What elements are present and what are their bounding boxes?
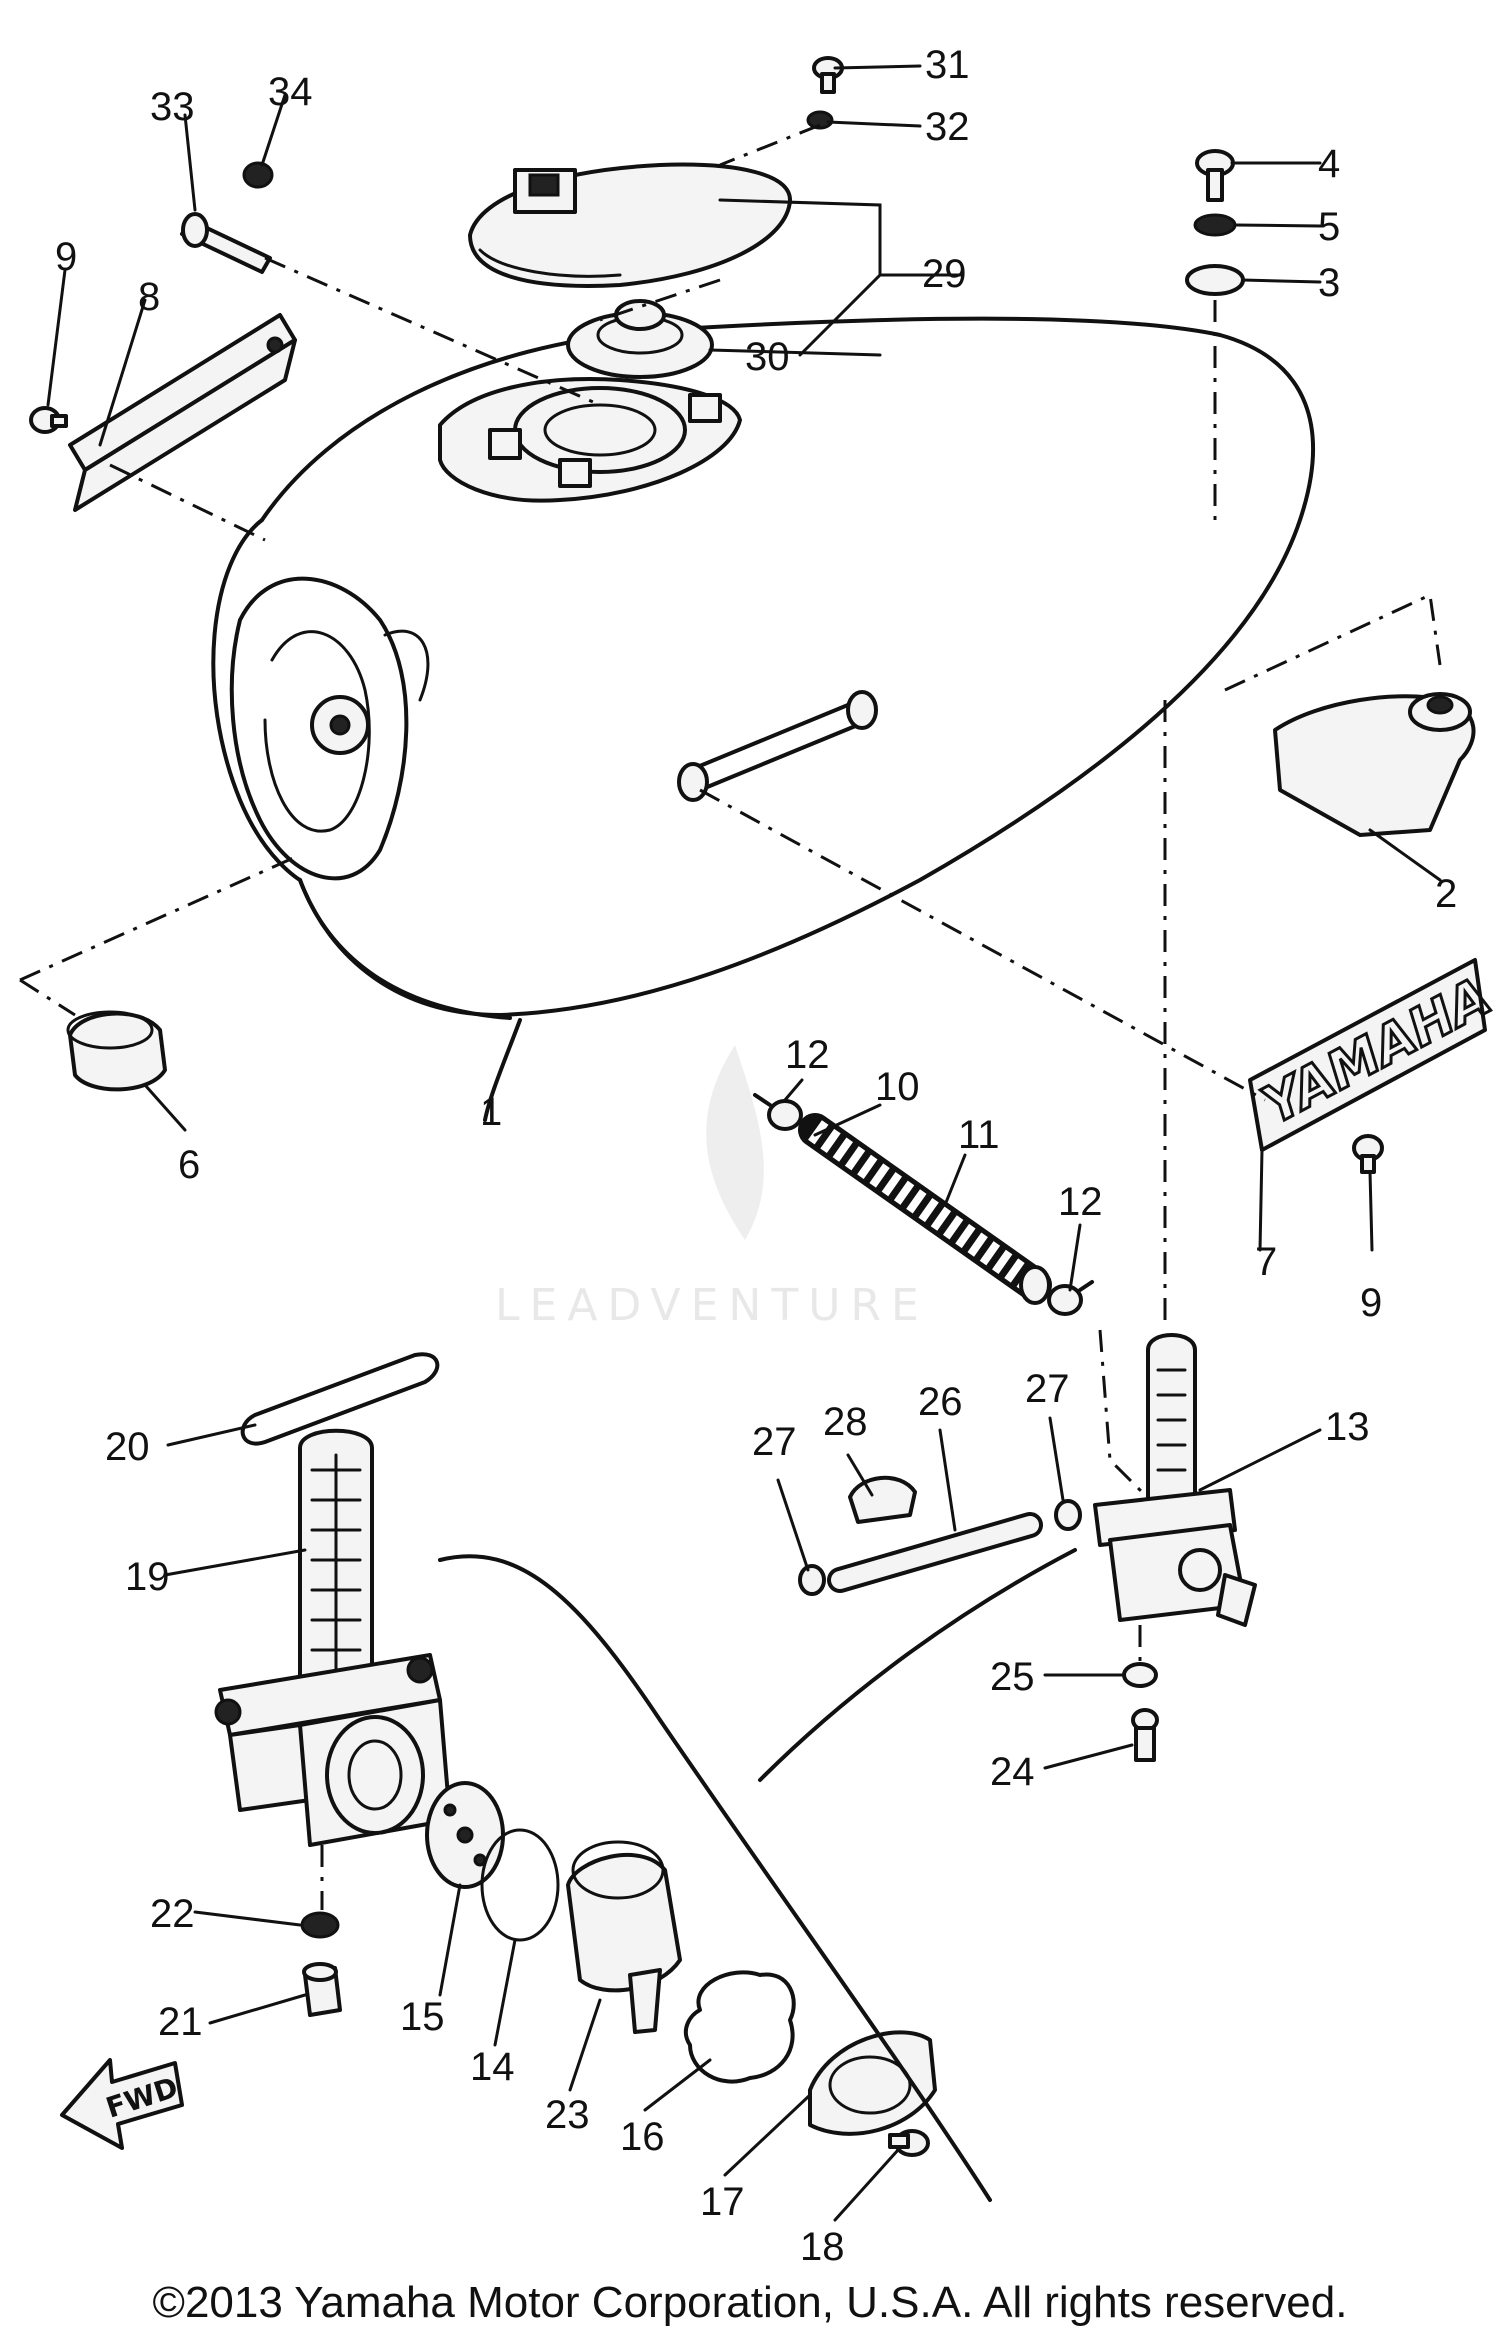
gasket-16 — [683, 1970, 796, 2084]
pipe-26 — [827, 1512, 1043, 1593]
washer-32 — [806, 110, 834, 130]
bolt-31 — [812, 56, 844, 94]
watermark: LEADVENTURE — [495, 1045, 929, 1331]
fuel-tank — [211, 316, 1315, 1122]
bracket-8 — [68, 313, 297, 512]
callout-15: 15 — [400, 1995, 445, 2039]
callout-numbers: 31 32 29 30 33 34 8 9 4 5 3 2 6 1 7 9 12… — [55, 43, 1457, 2269]
callout-29: 29 — [922, 252, 967, 296]
fuel-hose-11 — [798, 1113, 1052, 1305]
bolt-9-right — [1352, 1134, 1384, 1174]
drain-bolt-21 — [302, 1962, 342, 2017]
callout-6: 6 — [178, 1143, 200, 1187]
strainer-19 — [298, 1428, 374, 1712]
bolt-9-left — [29, 406, 68, 434]
lever-23 — [566, 1840, 682, 2034]
callout-1: 1 — [480, 1090, 502, 1134]
callout-34: 34 — [268, 70, 313, 114]
emblem-7: YAMAHA — [1248, 958, 1500, 1152]
callout-12-right: 12 — [1058, 1180, 1103, 1224]
washer-22 — [300, 1911, 340, 1939]
fuel-cock-13 — [1093, 1333, 1257, 1627]
watermark-text: LEADVENTURE — [495, 1280, 929, 1331]
callout-25: 25 — [990, 1655, 1035, 1699]
screw-18 — [888, 2129, 930, 2157]
callout-22: 22 — [150, 1892, 195, 1936]
callout-11: 11 — [958, 1113, 1000, 1157]
callout-18: 18 — [800, 2225, 845, 2269]
washer-3 — [1185, 264, 1245, 296]
cap-6 — [66, 1010, 167, 1092]
washer-5 — [1193, 213, 1237, 237]
callout-20: 20 — [105, 1425, 150, 1469]
callout-33: 33 — [150, 85, 195, 129]
clip-12-right — [1047, 1280, 1094, 1316]
clip-12-left — [753, 1093, 803, 1131]
callout-2: 2 — [1435, 872, 1457, 916]
callout-17: 17 — [700, 2180, 745, 2224]
copyright-notice: ©2013 Yamaha Motor Corporation, U.S.A. A… — [152, 2278, 1348, 2327]
assembly-pointer — [758, 1548, 1077, 1782]
callout-3: 3 — [1318, 261, 1340, 305]
bolt-33 — [180, 212, 272, 274]
fwd-arrow: FWD — [60, 2058, 184, 2150]
nut-34 — [242, 161, 274, 189]
callout-23: 23 — [545, 2093, 590, 2137]
callout-26: 26 — [918, 1380, 963, 1424]
cap-gasket — [566, 299, 714, 379]
holder-28 — [848, 1475, 917, 1524]
callout-14: 14 — [470, 2045, 515, 2089]
callout-9-left: 9 — [55, 235, 77, 279]
bolt-4 — [1195, 149, 1235, 202]
leader-lines — [46, 64, 1442, 2222]
assembly-bracket-line — [438, 1554, 992, 2202]
washer-25 — [1122, 1662, 1158, 1688]
callout-19: 19 — [125, 1555, 170, 1599]
callout-7: 7 — [1255, 1240, 1277, 1284]
callout-8: 8 — [138, 275, 160, 319]
plate-15 — [425, 1781, 505, 1889]
fuel-cock-body — [214, 1653, 452, 1847]
clip-27-left — [798, 1564, 826, 1596]
emblem-text: YAMAHA — [1253, 967, 1500, 1137]
callout-27-left: 27 — [752, 1420, 797, 1464]
fuel-cap — [468, 162, 792, 288]
callout-5: 5 — [1318, 205, 1340, 249]
callout-4: 4 — [1318, 142, 1340, 186]
callout-30: 30 — [745, 335, 790, 379]
callout-32: 32 — [925, 105, 970, 149]
callout-27-right: 27 — [1025, 1367, 1070, 1411]
screw-24 — [1131, 1708, 1159, 1762]
o-ring-14 — [480, 1828, 560, 1942]
center-lines — [19, 123, 1442, 1910]
cover-plate-17 — [808, 2030, 937, 2136]
callout-10: 10 — [875, 1065, 920, 1109]
callout-9-right: 9 — [1360, 1281, 1382, 1325]
callout-16: 16 — [620, 2115, 665, 2159]
callout-13: 13 — [1325, 1405, 1370, 1449]
rear-damper-2 — [1273, 692, 1476, 837]
callout-31: 31 — [925, 43, 970, 87]
callout-28: 28 — [823, 1400, 868, 1444]
callout-21: 21 — [158, 2000, 203, 2044]
callout-12-top: 12 — [785, 1033, 830, 1077]
clip-27-right — [1054, 1499, 1082, 1531]
callout-24: 24 — [990, 1750, 1035, 1794]
